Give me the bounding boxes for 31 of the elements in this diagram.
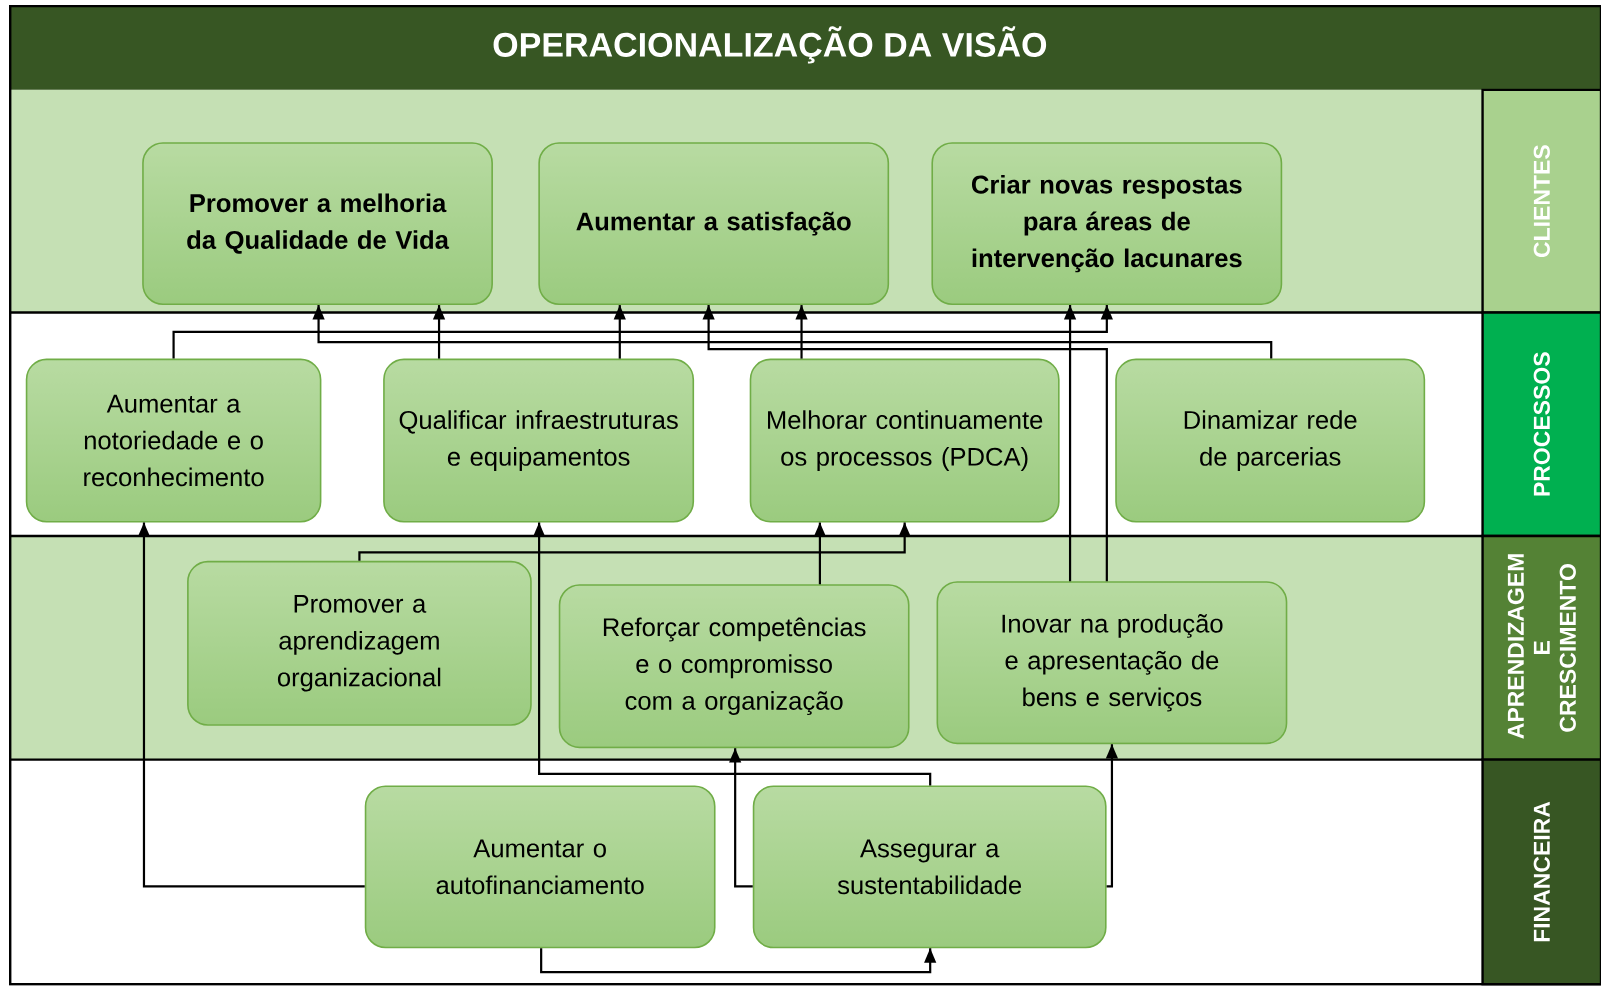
arrow [432,305,446,359]
arrow [729,748,753,888]
title: OPERACIONALIZAÇÃO DA VISÃO [493,26,1047,64]
arrow [613,305,626,359]
arrow [1105,744,1119,888]
arrow [172,305,1113,359]
arrow [1063,305,1077,582]
perspective-band: PROCESSOS [1481,311,1601,538]
objective-box: Reforçar competências e o compromisso com a organização [558,584,910,749]
perspective-band: APRENDIZAGEM E CRESCIMENTO [1481,534,1601,761]
arrow [358,522,911,561]
arrow [312,305,1273,359]
objective-box: Melhorar continuamente os processos (PDCA) [749,358,1060,523]
objective-box: Criar novas respostas para áreas de intervenção lacunares [931,142,1283,306]
perspective-band: CLIENTES [1481,88,1601,314]
objective-box: Promover a melhoria da Qualidade de Vida [142,142,493,306]
objective-box: Dinamizar rede de parcerias [1115,358,1426,523]
arrow [533,522,932,786]
objective-box: Promover a aprendizagem organizacional [187,560,532,726]
objective-box: Assegurar a sustentabilidade [752,785,1107,949]
objective-box: Aumentar a satisfação [538,142,890,306]
objective-box: Inovar na produção e apresentação de bens e serviços [936,581,1288,745]
perspective-band: FINANCEIRA [1481,758,1601,986]
objective-box: Aumentar a notoriedade e o reconhecimento [25,358,322,523]
arrow [795,305,808,359]
objective-box: Qualificar infraestruturas e equipamentos [383,358,695,523]
objective-box: Aumentar o autofinanciamento [364,785,716,949]
arrow [540,948,937,974]
arrow [813,522,827,585]
arrow [137,522,365,888]
arrow [702,305,1108,582]
